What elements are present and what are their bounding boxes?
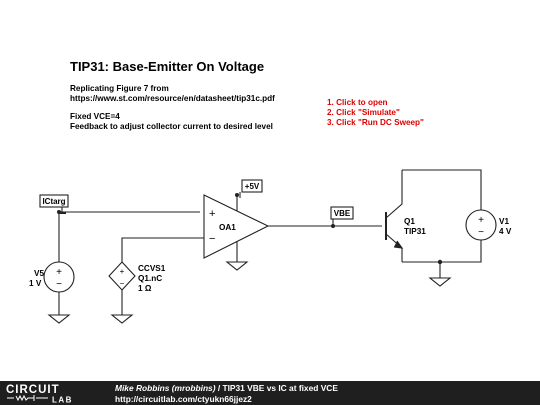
- v1-plus-sign: +: [478, 215, 484, 226]
- author-line: Mike Robbins (mrobbins) / TIP31 VBE vs I…: [115, 383, 338, 393]
- q1-name: Q1: [404, 217, 415, 226]
- circuitlab-logo[interactable]: CIRCUIT LAB: [4, 382, 96, 404]
- schematic[interactable]: ICtarg +5V VBE + − + − + − + − OA1 V5 1 …: [0, 0, 540, 380]
- ictarg-net-label-box: [39, 194, 69, 208]
- logo-circuit-icon: [7, 394, 48, 402]
- v5-minus-sign: −: [56, 279, 62, 290]
- opamp-oa1-symbol: [203, 194, 270, 259]
- opamp-name: OA1: [219, 223, 236, 232]
- author-link[interactable]: Mike Robbins (mrobbins): [115, 383, 216, 393]
- v5-value: 1 V: [29, 279, 42, 288]
- v5-plus-sign: +: [56, 267, 62, 278]
- v1-minus-sign: −: [478, 227, 484, 238]
- opamp-minus-input: −: [209, 233, 215, 245]
- logo-top-text: CIRCUIT: [6, 384, 60, 396]
- circuit-title: TIP31 VBE vs IC at fixed VCE: [222, 383, 338, 393]
- ictarg-net-label: ICtarg: [42, 197, 65, 206]
- instruction-step-3: 3. Click "Run DC Sweep": [327, 118, 424, 127]
- ground-symbol-v5: [47, 314, 71, 324]
- description-line-4: Feedback to adjust collector current to …: [70, 122, 273, 131]
- 5v-net-label: +5V: [245, 182, 260, 191]
- ccvs-control: Q1.nC: [138, 274, 162, 283]
- ground-symbol-ccvs: [110, 314, 134, 324]
- v1-name: V1: [499, 217, 509, 226]
- instruction-step-1: 1. Click to open: [327, 98, 388, 107]
- ccvs-minus-sign: −: [120, 279, 125, 288]
- 5v-net-label-box: [241, 179, 263, 193]
- footer-bar: CIRCUIT LAB Mike Robbins (mrobbins) / TI…: [0, 381, 540, 405]
- instruction-step-2: 2. Click "Simulate": [327, 108, 400, 117]
- logo-bottom-text: LAB: [52, 396, 73, 405]
- vbe-net-label-box: [330, 206, 354, 220]
- vbe-net-label: VBE: [334, 209, 351, 218]
- ccvs-plus-sign: +: [120, 267, 125, 276]
- ccvs-value: 1 Ω: [138, 284, 152, 293]
- title-separator: /: [215, 383, 223, 393]
- ccvs-name: CCVS1: [138, 264, 166, 273]
- v5-name: V5: [34, 269, 44, 278]
- v1-value: 4 V: [499, 227, 512, 236]
- page-title: TIP31: Base-Emitter On Voltage: [70, 59, 265, 74]
- description-line-2: https://www.st.com/resource/en/datasheet…: [70, 94, 275, 103]
- circuit-url[interactable]: http://circuitlab.com/ctyukn66jjez2: [115, 394, 252, 404]
- ground-symbol-opamp: [225, 261, 249, 271]
- description-line-3: Fixed VCE=4: [70, 112, 120, 121]
- ground-symbol-q1: [428, 277, 452, 287]
- opamp-plus-input: +: [209, 208, 215, 220]
- description-line-1: Replicating Figure 7 from: [70, 84, 169, 93]
- q1-part: TIP31: [404, 227, 426, 236]
